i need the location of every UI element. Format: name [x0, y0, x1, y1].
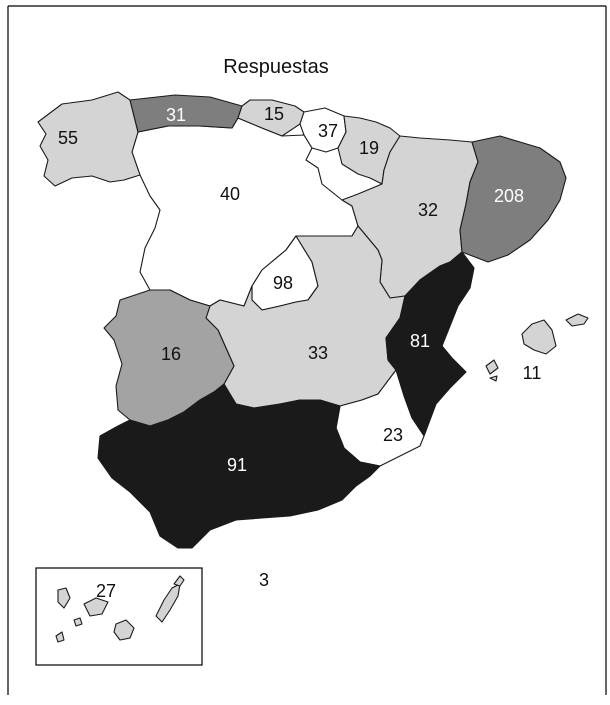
- region-asturias: [129, 94, 243, 133]
- region-baleares: [485, 313, 589, 382]
- label-andalucia: 91: [227, 455, 247, 475]
- label-cataluna: 208: [494, 186, 524, 206]
- island-gran-canaria: [113, 619, 135, 641]
- region-valencia: [385, 251, 475, 437]
- label-asturias: 31: [166, 105, 186, 125]
- island-fuerteventura: [155, 583, 181, 623]
- region-canarias: [35, 567, 203, 666]
- label-ceuta-melilla: 3: [259, 570, 269, 590]
- island-menorca: [565, 313, 589, 327]
- label-canarias: 27: [96, 581, 116, 601]
- island-tenerife: [83, 597, 109, 617]
- label-aragon: 32: [418, 200, 438, 220]
- region-galicia: [37, 91, 141, 187]
- island-la-gomera: [73, 617, 83, 627]
- label-galicia: 55: [58, 128, 78, 148]
- label-madrid: 98: [273, 273, 293, 293]
- island-la-palma: [57, 587, 71, 609]
- label-baleares: 11: [523, 363, 542, 383]
- label-castilla-leon: 40: [220, 184, 240, 204]
- label-murcia: 23: [383, 425, 403, 445]
- island-el-hierro: [55, 631, 65, 643]
- label-extremadura: 16: [161, 344, 181, 364]
- map-title: Respuestas: [223, 56, 329, 78]
- island-ibiza: [485, 359, 499, 375]
- label-pais-vasco: 37: [318, 121, 338, 141]
- region-andalucia: [97, 383, 381, 549]
- label-castilla-mancha: 33: [308, 343, 328, 363]
- label-navarra: 19: [359, 138, 379, 158]
- island-mallorca: [521, 319, 557, 355]
- label-valencia: 81: [410, 331, 430, 351]
- island-formentera: [489, 375, 498, 382]
- region-cataluna: [459, 135, 567, 263]
- label-cantabria: 15: [264, 104, 284, 124]
- island-lanzarote: [173, 575, 185, 587]
- region-pais-vasco: [299, 107, 347, 153]
